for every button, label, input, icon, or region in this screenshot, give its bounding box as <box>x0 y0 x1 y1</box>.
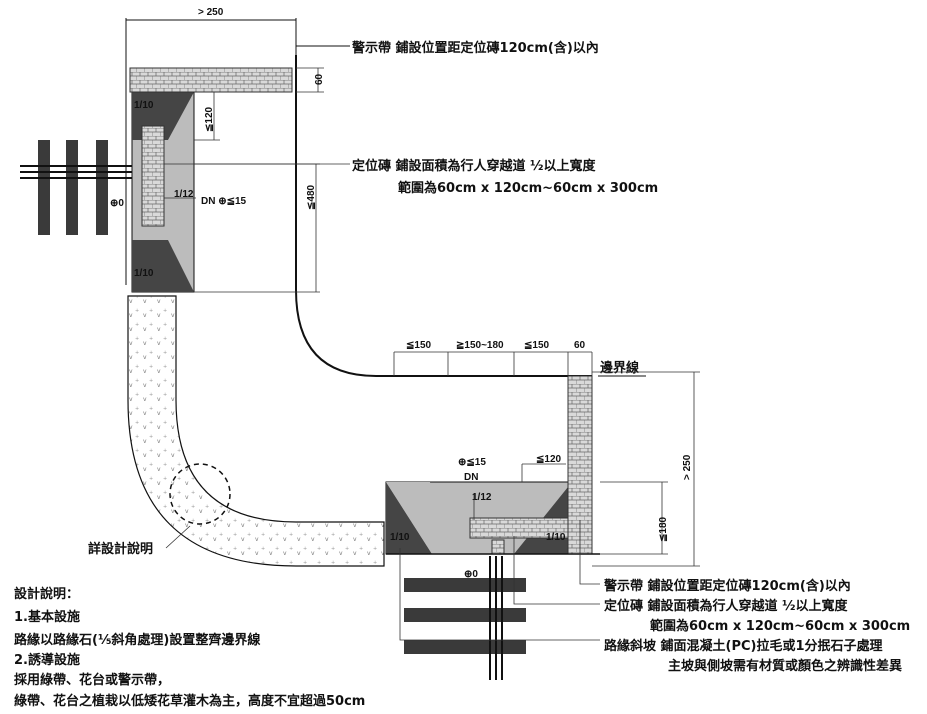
top-ramp-flare-lower <box>132 240 194 292</box>
tactile-width-dimension: 60 <box>296 67 325 93</box>
top-locator-tiles <box>141 125 165 227</box>
level-zero-bottom: ⊕0 <box>464 569 478 580</box>
slope-label-main-top: 1/12 <box>174 189 194 200</box>
curb-boundary-line <box>295 55 592 377</box>
dn-label-top: DN ⊕≦15 <box>201 196 247 207</box>
svg-text:> 250: > 250 <box>682 454 693 480</box>
svg-text:1.基本設施: 1.基本設施 <box>14 609 80 625</box>
bottom-crosswalk-stripes <box>404 556 526 680</box>
right-width-dimension: > 250 <box>592 371 700 567</box>
svg-text:≦120: ≦120 <box>204 106 215 132</box>
boundary-segment-dimensions: ≦150 ≧150~180 ≦150 60 <box>393 340 593 376</box>
bottom-ramp-length-dimension: ≦180 <box>600 481 669 555</box>
svg-text:60: 60 <box>574 340 586 351</box>
bottom-locator-tiles <box>469 517 569 539</box>
top-width-dimension: > 250 <box>126 7 297 60</box>
boundary-line-label: 邊界線 <box>600 360 640 376</box>
curb-ramp-note-2: 主坡與側坡需有材質或顏色之辨識性差異 <box>668 658 902 674</box>
detail-callout-circle <box>169 463 231 525</box>
slope-label-upper: 1/10 <box>134 100 154 111</box>
svg-text:設計說明：: 設計說明： <box>14 586 79 602</box>
svg-text:≦180: ≦180 <box>658 516 669 542</box>
level-label-bottom: ⊕≦15 <box>458 457 486 468</box>
slope-label-left-bottom: 1/10 <box>390 532 410 543</box>
top-crosswalk-stripes <box>20 140 132 235</box>
slope-label-main-bottom: 1/12 <box>472 492 492 503</box>
slope-label-right-bottom: 1/10 <box>546 532 566 543</box>
curb-ramp-note-1: 路緣斜坡 鋪面混凝土(PC)拉毛或1分抿石子處理 <box>604 638 883 654</box>
design-notes: 設計說明： 1.基本設施 路緣以路緣石(⅕斜角處理)設置整齊邊界線 2.誘導設施… <box>14 586 365 709</box>
bottom-curb-ramp <box>385 375 593 555</box>
level-zero-top: ⊕0 <box>110 198 124 209</box>
svg-text:≧150~180: ≧150~180 <box>456 340 504 351</box>
ramp-length-dimension: ≦480 <box>194 163 320 293</box>
top-warning-strip <box>129 67 293 93</box>
detail-note: 詳設計說明 <box>88 541 153 557</box>
svg-text:≦480: ≦480 <box>306 184 317 210</box>
svg-text:≦120: ≦120 <box>536 454 562 465</box>
locator-tile-note-top-1: 定位磚 鋪設面積為行人穿越道 ½以上寬度 <box>351 158 597 174</box>
locator-tile-note-top-2: 範圍為60cm x 120cm~60cm x 300cm <box>398 180 658 196</box>
dn-label-bottom: DN <box>464 472 478 483</box>
tactile-lead-dimension: ≦120 <box>194 91 220 141</box>
planting-belt <box>127 295 385 567</box>
bottom-tactile-lead-dimension: ≦120 <box>521 454 566 482</box>
svg-text:綠帶、花台之植栽以低矮花草灌木為主，高度不宜超過50cm: 綠帶、花台之植栽以低矮花草灌木為主，高度不宜超過50cm <box>14 693 365 709</box>
top-curb-ramp <box>129 67 293 293</box>
warning-strip-note-top: 警示帶 鋪設位置距定位磚120cm(含)以內 <box>352 40 599 56</box>
svg-text:≦150: ≦150 <box>524 340 550 351</box>
svg-text:> 250: > 250 <box>198 7 224 18</box>
svg-text:60: 60 <box>314 73 325 85</box>
slope-label-lower: 1/10 <box>134 268 154 279</box>
svg-text:≦150: ≦150 <box>406 340 432 351</box>
locator-tile-note-bottom-1: 定位磚 鋪設面積為行人穿越道 ½以上寬度 <box>603 598 849 614</box>
svg-text:2.誘導設施: 2.誘導設施 <box>14 652 80 668</box>
svg-text:採用綠帶、花台或警示帶，: 採用綠帶、花台或警示帶， <box>14 672 170 688</box>
svg-text:路緣以路緣石(⅕斜角處理)設置整齊邊界線: 路緣以路緣石(⅕斜角處理)設置整齊邊界線 <box>14 632 261 648</box>
locator-tile-note-bottom-2: 範圍為60cm x 120cm~60cm x 300cm <box>650 618 910 634</box>
warning-strip-note-bottom: 警示帶 鋪設位置距定位磚120cm(含)以內 <box>604 578 851 594</box>
